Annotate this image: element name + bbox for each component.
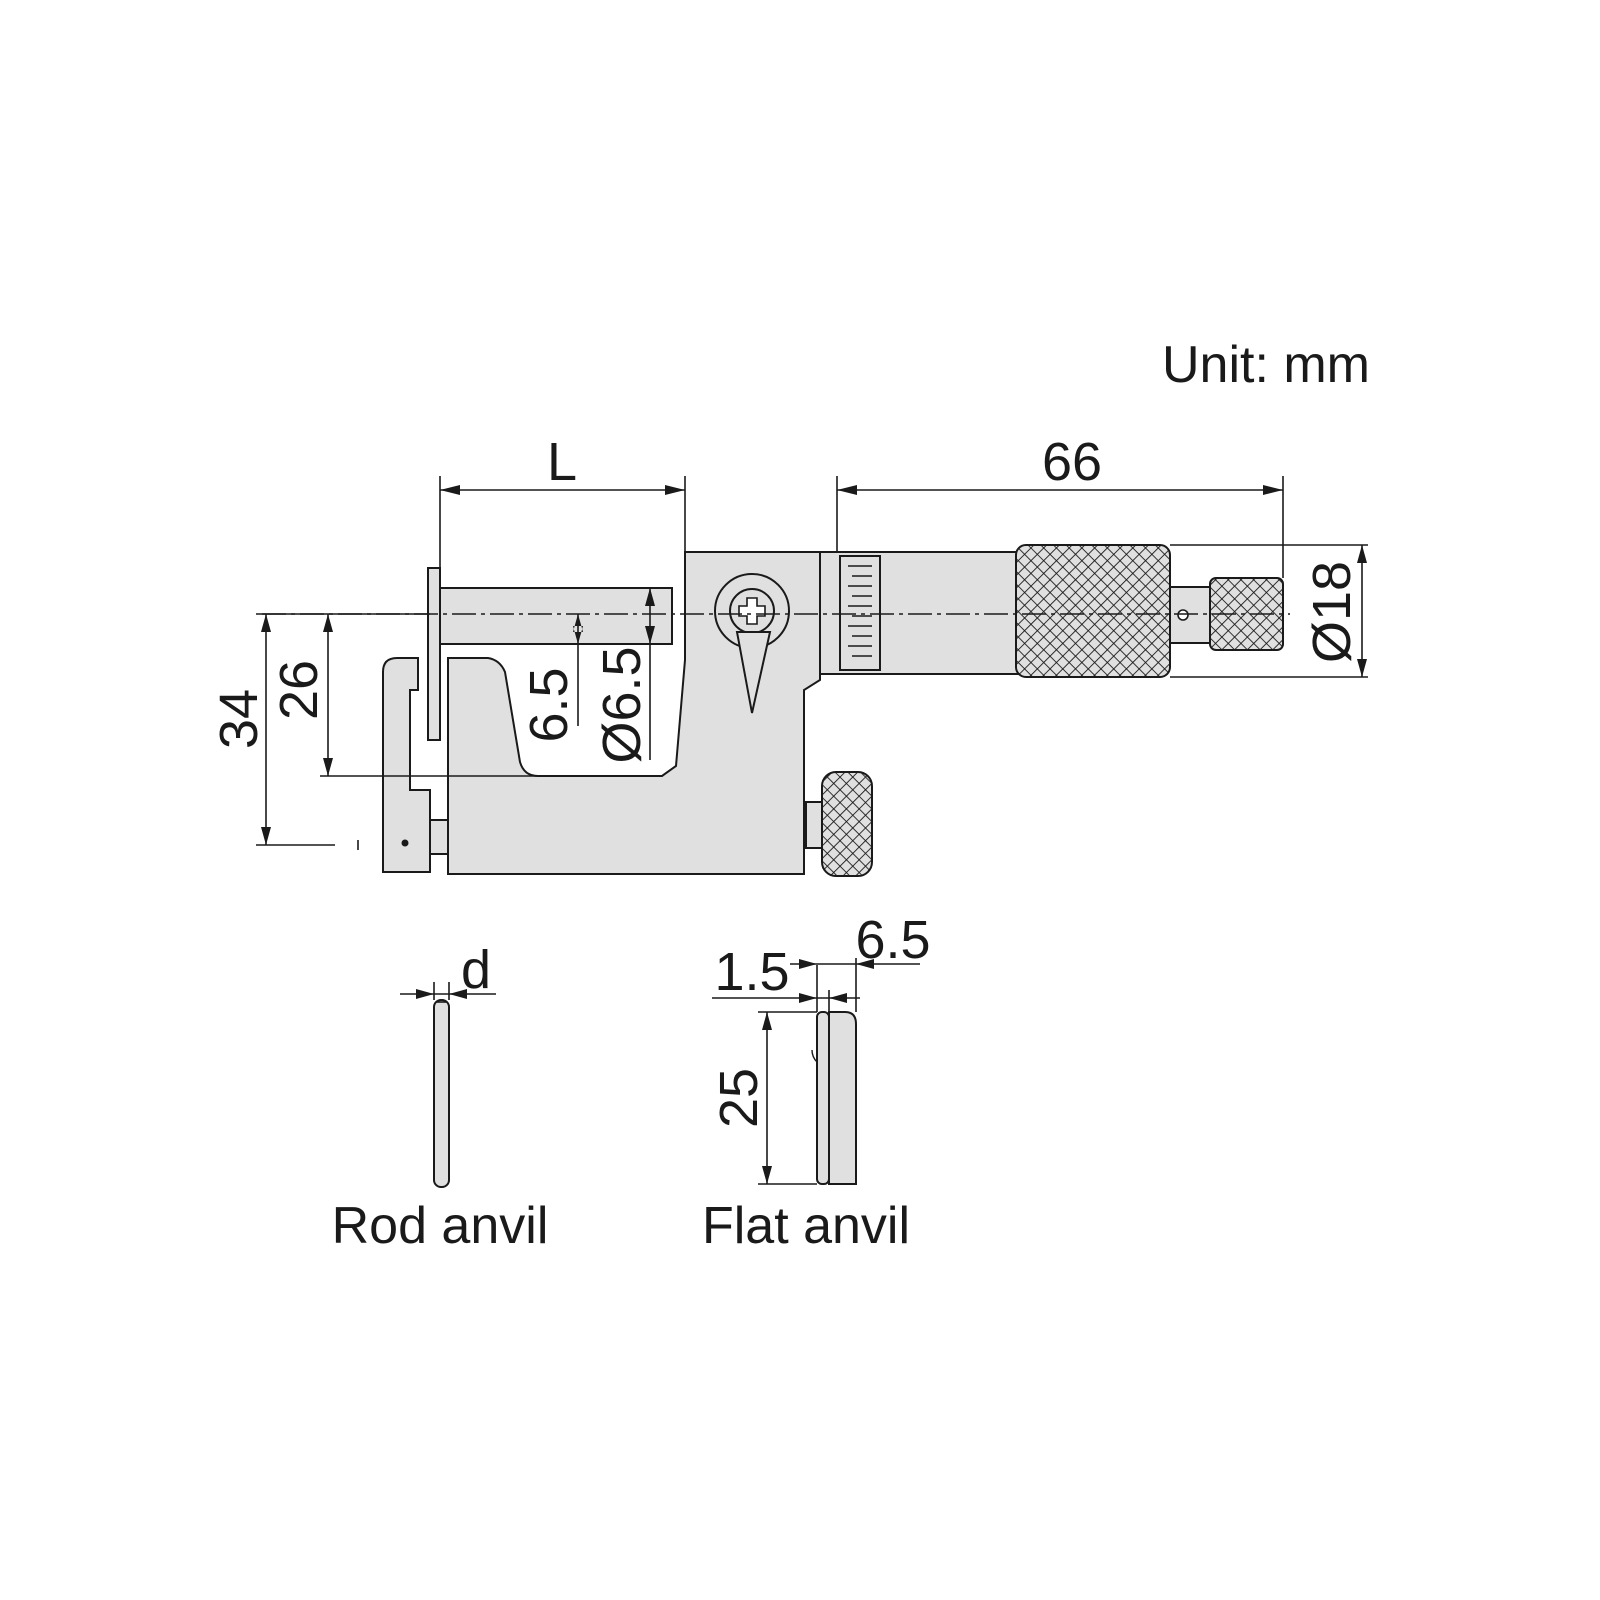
anvil-plate (427, 567, 441, 741)
spindle-diameter-label: Ø6.5 (592, 646, 652, 763)
ratchet-pin (1177, 609, 1189, 621)
dimension-anvil-offset: 6.5 (519, 614, 583, 743)
dimension-spindle-diameter: Ø6.5 (592, 588, 655, 764)
carrier-post (429, 819, 449, 855)
anvil-carrier (382, 657, 431, 873)
rod-anvil: d Rod anvil (332, 940, 549, 1255)
lock-lever (735, 631, 772, 714)
spindle (439, 587, 673, 645)
rod-anvil-shape (433, 999, 450, 1188)
overall-length-label: 66 (1042, 432, 1102, 492)
dimension-length: L (439, 432, 686, 588)
length-label: L (547, 432, 577, 492)
cross-recess-icon (738, 597, 766, 625)
flat-length-label: 25 (709, 1068, 769, 1128)
rod-anvil-caption: Rod anvil (332, 1197, 549, 1255)
thimble-diameter-label: Ø18 (1302, 561, 1362, 663)
flat-anvil: 1.5 6.5 25 Flat anvil (702, 910, 931, 1255)
unit-label: Unit: mm (1162, 336, 1370, 394)
flat-anvil-body (828, 1011, 857, 1185)
axis-height-label: 26 (269, 660, 329, 720)
clamp-knob (821, 771, 873, 877)
anvil-offset-label: 6.5 (519, 667, 579, 742)
micrometer-side-view (262, 544, 1290, 877)
ratchet-neck (1169, 586, 1211, 644)
clamp-neck (805, 801, 823, 849)
flat-anvil-caption: Flat anvil (702, 1197, 910, 1255)
rod-diameter-label: d (461, 940, 491, 1000)
frame-height-label: 34 (209, 689, 269, 749)
dimension-frame-height: 34 (209, 613, 430, 850)
dimension-axis-height: 26 (269, 614, 538, 777)
thimble-knurl (1015, 544, 1171, 678)
thimble-graduations (839, 555, 881, 671)
scale-ticks (848, 565, 872, 657)
flat-anvil-tip (816, 1011, 830, 1185)
dimension-thimble-diameter: Ø18 (1170, 544, 1368, 678)
dimension-overall-length: 66 (836, 432, 1284, 578)
carrier-hole (401, 839, 409, 847)
flat-thickness-label: 1.5 (714, 942, 789, 1002)
flat-width-label: 6.5 (855, 910, 930, 970)
